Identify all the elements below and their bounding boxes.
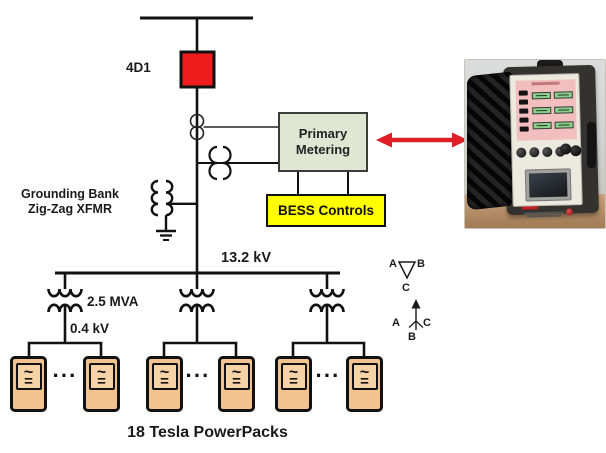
grounding-bank-label: Grounding Bank Zig-Zag XFMR xyxy=(8,187,132,217)
wye-phase-c: C xyxy=(423,317,431,329)
comm-arrow xyxy=(376,132,468,148)
inverter-symbol: ~ = xyxy=(15,363,42,390)
lcd-bezel xyxy=(524,168,572,202)
lv-feeders xyxy=(27,341,366,356)
control-knob xyxy=(542,146,553,158)
top-bus xyxy=(140,16,253,273)
inverter-dc-glyph: = xyxy=(360,372,369,390)
led-display xyxy=(532,121,552,130)
powerpack-5: ~ = xyxy=(275,356,312,412)
switch-slot xyxy=(518,90,528,96)
panel-title-strip xyxy=(531,81,560,86)
breaker-4d1-symbol xyxy=(179,50,216,89)
wye-winding-symbol xyxy=(408,299,424,330)
powerpack-2: ~ = xyxy=(83,356,120,412)
inverter-dc-glyph: = xyxy=(160,372,169,390)
potential-transformer-icon xyxy=(197,145,278,181)
switch-slot xyxy=(519,108,529,114)
primary-metering-line2: Metering xyxy=(295,142,351,157)
delta-phase-c: C xyxy=(402,282,410,294)
bess-controls-box: BESS Controls xyxy=(266,194,386,227)
instrument-panel xyxy=(515,79,577,141)
device-front-panel xyxy=(509,73,583,218)
control-wires xyxy=(297,172,349,194)
lcd-screen xyxy=(528,172,568,198)
wye-phase-a: A xyxy=(392,317,400,329)
delta-phase-b: B xyxy=(417,258,425,270)
led-display xyxy=(554,121,574,129)
powerpack-6: ~ = xyxy=(346,356,383,412)
current-transformer-icon xyxy=(189,113,278,141)
ellipsis-dots: ··· xyxy=(52,363,78,388)
inverter-symbol: ~ = xyxy=(280,363,307,390)
lv-voltage-label: 0.4 kV xyxy=(70,321,110,336)
inverter-ac-glyph: ~ xyxy=(288,363,299,381)
grounding-bank-label-line2: Zig-Zag XFMR xyxy=(27,202,112,216)
terminal-connector xyxy=(570,145,582,157)
inverter-ac-glyph: ~ xyxy=(231,363,242,381)
case-side-handle xyxy=(587,122,596,168)
delta-winding-symbol xyxy=(397,261,417,280)
grounding-bank-label-line1: Grounding Bank xyxy=(21,187,119,201)
inverter-dc-glyph: = xyxy=(97,372,106,390)
inverter-symbol: ~ = xyxy=(151,363,178,390)
delta-phase-a: A xyxy=(389,258,397,270)
ellipsis-dots: ··· xyxy=(185,363,211,388)
bess-controls-label: BESS Controls xyxy=(277,203,374,218)
device-brand-mark xyxy=(521,206,538,210)
stepdown-transformer-3 xyxy=(309,273,345,343)
inverter-dc-glyph: = xyxy=(232,372,241,390)
inverter-dc-glyph: = xyxy=(24,372,33,390)
inverter-symbol: ~ = xyxy=(88,363,115,390)
powerpack-3: ~ = xyxy=(146,356,183,412)
inverter-symbol: ~ = xyxy=(223,363,250,390)
bus-voltage-label: 13.2 kV xyxy=(221,250,271,266)
inverter-symbol: ~ = xyxy=(351,363,378,390)
wye-phase-b: B xyxy=(408,331,416,343)
primary-metering-box: Primary Metering xyxy=(278,112,368,172)
ground-symbol xyxy=(156,229,176,241)
inverter-ac-glyph: ~ xyxy=(159,363,170,381)
control-knob xyxy=(529,147,540,158)
case-lid-foam xyxy=(467,71,512,211)
inverter-ac-glyph: ~ xyxy=(23,363,34,381)
led-display xyxy=(531,91,551,100)
control-knob xyxy=(516,147,527,158)
inverter-dc-glyph: = xyxy=(289,372,298,390)
powerpack-caption: 18 Tesla PowerPacks xyxy=(127,424,288,441)
switch-slot xyxy=(519,117,529,123)
led-display xyxy=(553,91,573,99)
zigzag-transformer-icon xyxy=(150,179,197,231)
switch-slot xyxy=(518,99,529,105)
powerpack-1: ~ = xyxy=(10,356,47,412)
stepdown-transformer-1 xyxy=(47,273,83,343)
led-display xyxy=(532,106,552,115)
device-model-mark xyxy=(539,205,552,209)
metering-equipment-photo xyxy=(464,59,606,229)
breaker-label: 4D1 xyxy=(126,60,151,75)
stepdown-transformer-2 xyxy=(179,273,215,343)
led-display xyxy=(554,106,574,114)
powerpack-4: ~ = xyxy=(218,356,255,412)
ellipsis-dots: ··· xyxy=(315,363,341,388)
primary-metering-line1: Primary xyxy=(298,126,348,141)
transformer-rating-label: 2.5 MVA xyxy=(87,294,139,309)
inverter-ac-glyph: ~ xyxy=(96,363,107,381)
switch-slot xyxy=(519,126,529,132)
inverter-ac-glyph: ~ xyxy=(359,363,370,381)
